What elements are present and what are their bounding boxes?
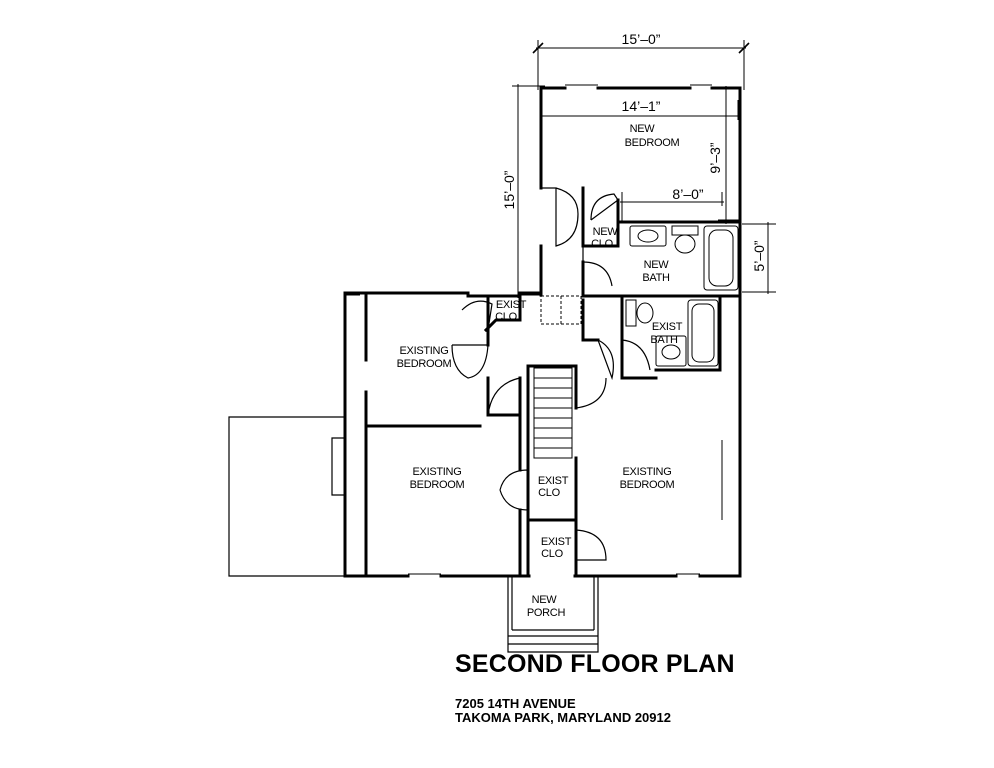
room-label-line: CLO <box>591 238 613 250</box>
room-label-line: NEW <box>644 259 670 271</box>
room-label-line: BEDROOM <box>397 358 452 370</box>
address-line-2: TAKOMA PARK, MARYLAND 20912 <box>455 710 671 725</box>
room-new-bedroom: NEW BEDROOM <box>625 123 680 149</box>
room-exist-clo-mid: EXIST CLO <box>538 475 569 499</box>
shed-roof <box>228 416 346 577</box>
room-label-line: NEW <box>630 123 656 135</box>
room-label-line: CLO <box>541 548 563 560</box>
room-label-line: NEW <box>593 226 619 238</box>
room-label-line: BEDROOM <box>410 479 465 491</box>
dimension-overall-width: 15’–0” <box>622 31 661 47</box>
room-label-line: EXIST <box>538 475 569 487</box>
room-new-porch: NEW PORCH <box>527 594 566 619</box>
room-label-line: EXISTING <box>413 466 462 478</box>
dimension-bath-depth: 5’–0” <box>751 240 767 271</box>
bath-fixtures <box>625 225 739 367</box>
room-existing-bedroom-nw: EXISTING BEDROOM <box>397 345 452 370</box>
room-exist-clo-top: EXIST CLO <box>495 299 527 323</box>
room-exist-bath: EXIST BATH <box>650 321 683 346</box>
room-label-line: PORCH <box>527 607 566 619</box>
room-existing-bedroom-se: EXISTING BEDROOM <box>620 466 675 491</box>
room-label-line: EXISTING <box>400 345 449 357</box>
room-existing-bedroom-sw: EXISTING BEDROOM <box>410 466 465 491</box>
hall-hatch <box>540 295 582 325</box>
room-label-line: EXIST <box>652 321 683 333</box>
room-label-line: BATH <box>642 272 670 284</box>
dimension-interior-width: 14’–1” <box>622 98 661 114</box>
dimension-bedroom-depth: 9’–3” <box>707 142 723 173</box>
door-swings <box>451 187 651 561</box>
address-line-1: 7205 14TH AVENUE <box>455 696 576 711</box>
dimension-overall-depth: 15’–0” <box>501 170 517 209</box>
room-new-clo: NEW CLO <box>591 226 618 250</box>
room-exist-clo-low: EXIST CLO <box>541 536 572 560</box>
dimension-bath-width: 8’–0” <box>672 186 703 202</box>
porch <box>507 576 599 653</box>
room-label-line: NEW <box>532 594 558 606</box>
plan-title: SECOND FLOOR PLAN <box>455 650 735 678</box>
room-label-line: EXISTING <box>623 466 672 478</box>
room-label-line: EXIST <box>496 299 527 311</box>
room-label-line: CLO <box>495 311 517 323</box>
room-label-line: BEDROOM <box>625 137 680 149</box>
room-new-bath: NEW BATH <box>642 259 670 284</box>
room-label-line: BEDROOM <box>620 479 675 491</box>
room-label-line: BATH <box>650 334 678 346</box>
stairs <box>533 367 573 459</box>
windows <box>345 84 723 575</box>
room-label-line: EXIST <box>541 536 572 548</box>
room-label-line: CLO <box>538 487 560 499</box>
